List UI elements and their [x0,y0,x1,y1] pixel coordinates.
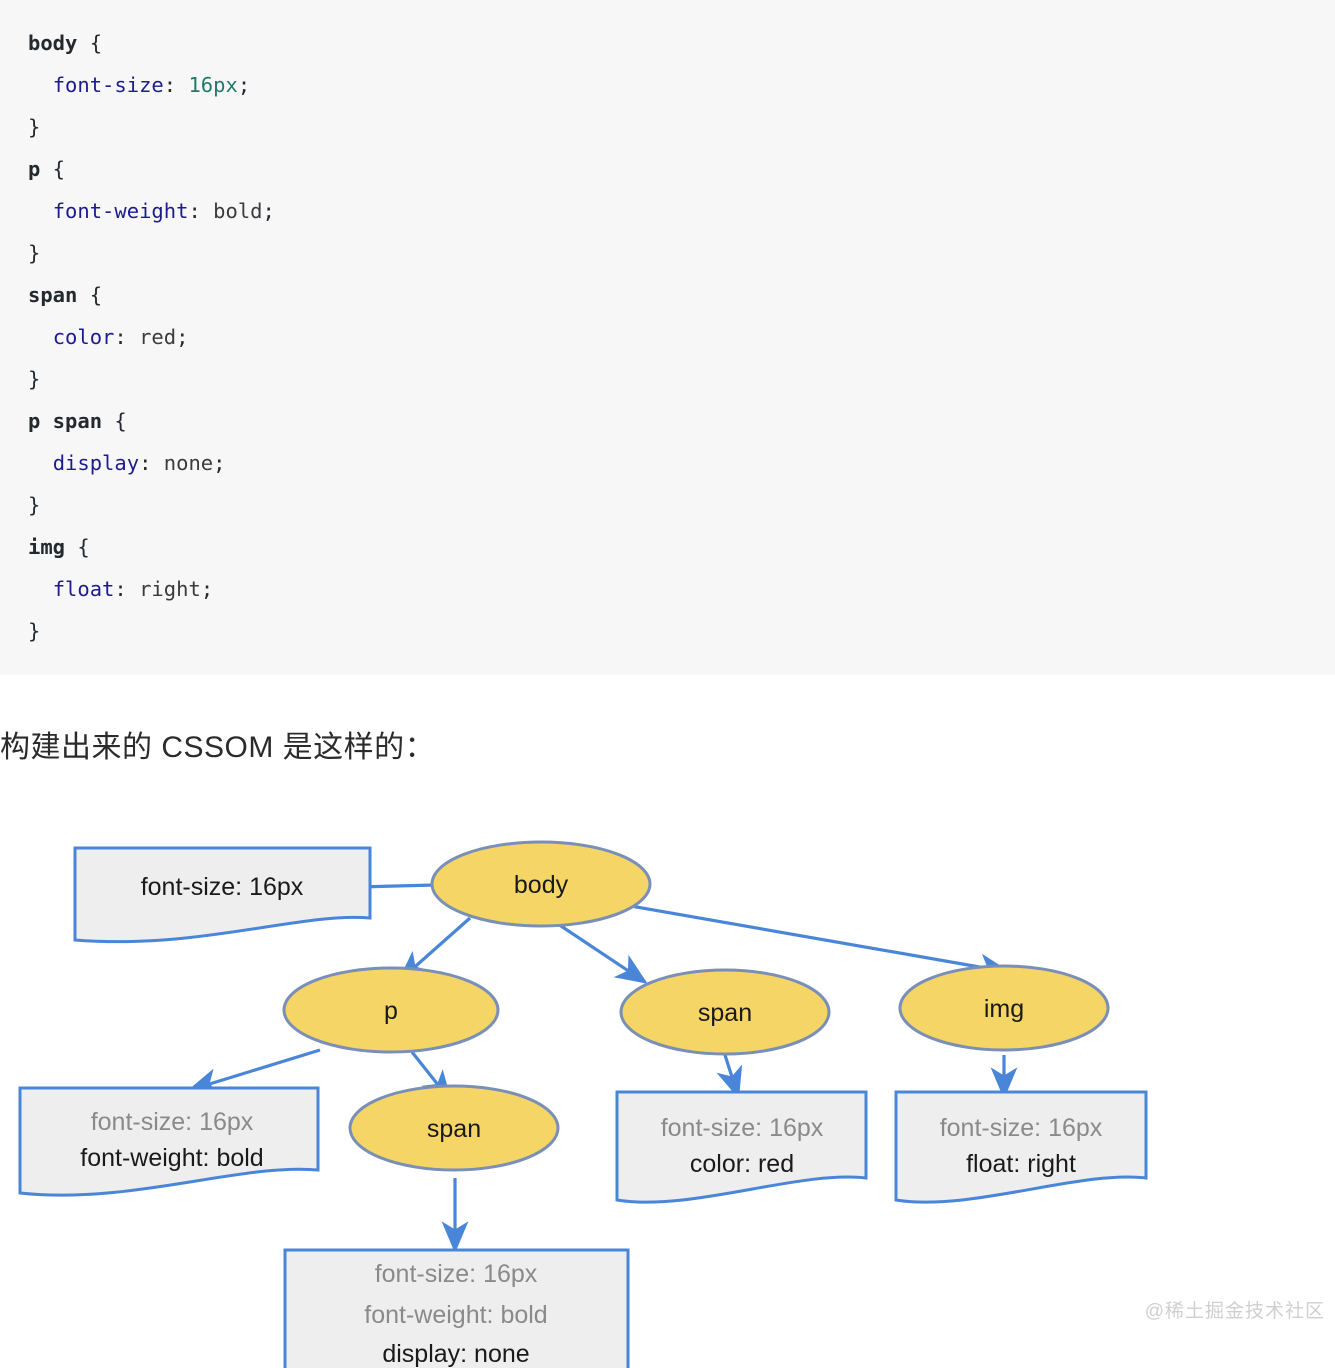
css-value: none [163,451,214,475]
node-label: img [984,995,1024,1023]
css-value: 16px [188,73,238,97]
css-brace: } [28,115,41,139]
css-brace: { [77,283,103,307]
css-brace: { [77,31,103,55]
code-line: } [0,358,1335,400]
declaration-box-p: font-size: 16px font-weight: bold [18,1086,320,1197]
css-semicolon: ; [237,73,251,97]
code-line: img { [0,526,1335,568]
css-semicolon: ; [200,577,214,601]
css-property: font-size [52,73,164,97]
code-line: } [0,106,1335,148]
declaration-line-inherited: font-size: 16px [940,1114,1103,1142]
css-semicolon: ; [213,451,226,475]
css-selector: body [28,31,78,55]
edge-body-to-span [554,920,648,984]
node-label: body [514,871,569,899]
code-line: } [0,610,1335,652]
edge-span-to-declarations [716,1054,743,1100]
css-property: font-weight [52,199,189,223]
css-value: red [139,325,177,349]
declaration-line-inherited: font-size: 16px [375,1260,538,1288]
declaration-box-img: font-size: 16px float: right [894,1090,1148,1204]
css-semicolon: ; [176,325,189,349]
caption-text: 构建出来的 CSSOM 是这样的： [0,731,436,764]
node-label: span [698,999,752,1027]
declaration-line-inherited: font-size: 16px [661,1114,824,1142]
css-brace: } [28,619,41,643]
css-colon: : [188,199,214,223]
declaration-box-body: font-size: 16px [73,846,372,944]
code-line: p span { [0,400,1335,442]
declaration-line: font-weight: bold [80,1144,263,1172]
css-colon: : [139,451,164,475]
declaration-line-inherited: font-size: 16px [91,1108,254,1136]
css-brace: } [28,241,41,265]
css-code-block: body { font-size: 16px;} p { font-weight:… [0,0,1335,675]
node-body[interactable]: body [430,840,652,928]
css-colon: : [163,73,189,97]
edge-p-to-declarations [186,1048,321,1095]
css-selector: p [28,157,41,181]
css-value: bold [213,199,263,223]
declaration-line: font-size: 16px [141,873,304,901]
node-nested-span[interactable]: span [348,1084,560,1172]
code-line: color: red; [0,316,1335,358]
node-img[interactable]: img [898,964,1110,1052]
code-line: p { [0,148,1335,190]
css-colon: : [114,577,140,601]
css-brace: { [102,409,127,433]
css-brace: } [28,493,41,517]
diagram-edges [186,873,1018,1254]
watermark: @稀土掘金技术社区 [1144,1301,1325,1322]
css-selector: span [28,283,78,307]
code-line: } [0,484,1335,526]
code-line: display: none; [0,442,1335,484]
edge-body-to-img [624,903,1012,981]
css-brace: { [65,535,90,559]
css-colon: : [114,325,140,349]
cssom-tree-diagram: font-size: 16px font-size: 16px font-wei… [0,800,1335,1368]
node-label: p [384,997,398,1025]
node-label: span [427,1115,481,1143]
css-value: right [139,577,201,601]
code-line: float: right; [0,568,1335,610]
code-line: font-weight: bold; [0,190,1335,232]
css-property: display [52,451,140,475]
declaration-box-nested-span: font-size: 16px font-weight: bold displa… [283,1248,630,1368]
css-selector: img [28,535,66,559]
declaration-line: display: none [382,1340,529,1368]
code-line: span { [0,274,1335,316]
css-property: color [52,325,115,349]
css-selector: p span [28,409,103,433]
css-brace: } [28,367,41,391]
code-line: font-size: 16px; [0,64,1335,106]
declaration-line: float: right [966,1150,1076,1178]
css-brace: { [40,157,66,181]
declaration-line: color: red [690,1150,794,1178]
css-property: float [52,577,115,601]
node-p[interactable]: p [282,966,500,1054]
node-span[interactable]: span [619,968,831,1056]
declaration-box-span: font-size: 16px color: red [615,1090,868,1204]
code-line: } [0,232,1335,274]
css-semicolon: ; [262,199,275,223]
declaration-line-inherited: font-weight: bold [364,1301,547,1329]
code-line: body { [0,22,1335,64]
